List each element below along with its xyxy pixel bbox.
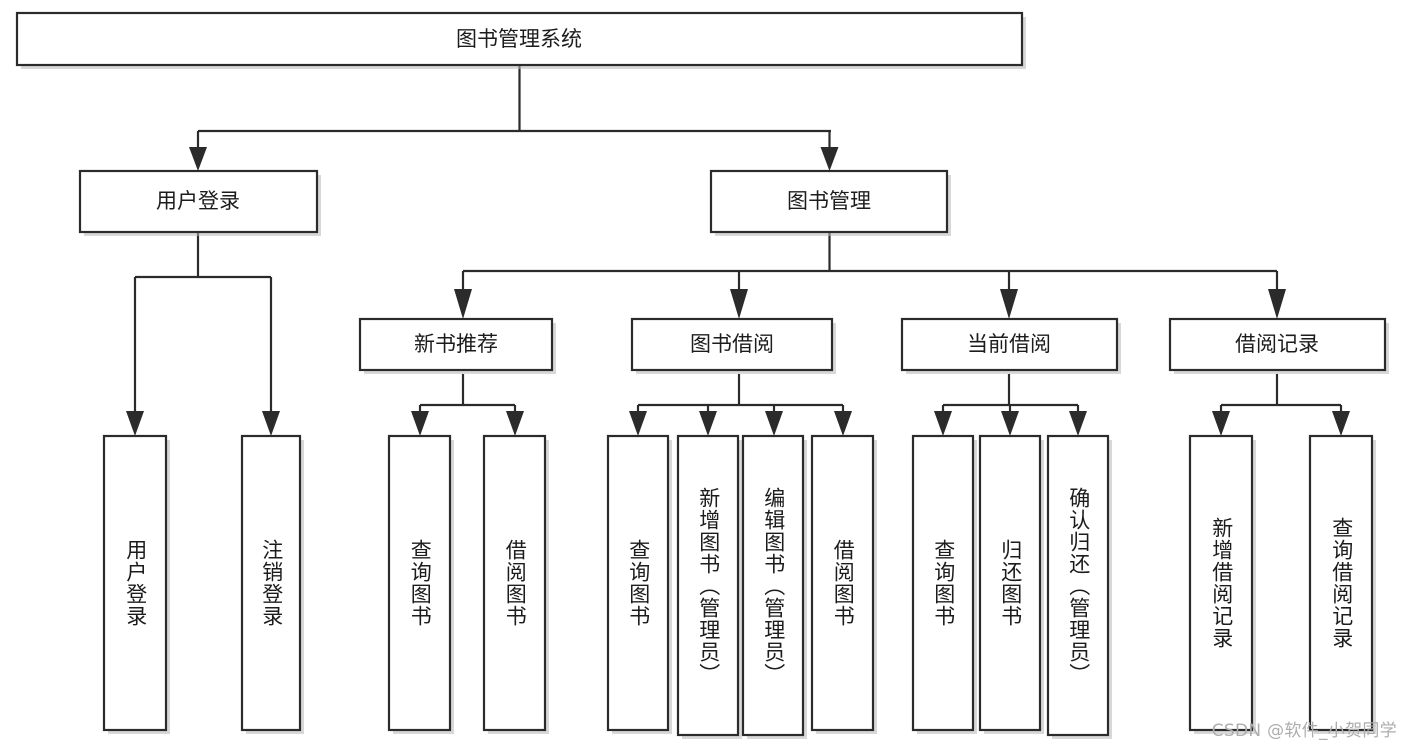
node-leaf-confirm-return-box[interactable] [1046,434,1110,737]
arrow-to-leaf-query-book-1 [411,411,429,436]
node-leaf-logout-box[interactable] [240,434,302,732]
node-book-management-label: 图书管理 [787,189,871,213]
csdn-watermark: CSDN @软件_小贺同学 [1211,721,1397,741]
node-leaf-return-book-box[interactable] [978,434,1042,732]
arrow-to-leaf-edit-book [765,411,783,436]
arrow-to-leaf-query-record [1332,411,1350,436]
node-layer [15,11,1389,739]
arrow-to-book-management [820,147,839,171]
node-borrow-record-label: 借阅记录 [1235,332,1319,356]
node-root-label: 图书管理系统 [456,27,582,51]
node-book-borrow-box[interactable] [630,317,834,372]
node-borrow-record-box[interactable] [1168,317,1387,372]
node-user-login-box[interactable] [78,169,319,234]
node-leaf-borrow-book-2-box[interactable] [810,434,875,732]
node-leaf-add-record-box[interactable] [1188,434,1254,732]
arrow-to-leaf-borrow-book-1 [506,411,524,436]
arrow-to-leaf-user-login [126,411,144,436]
connector-layer [126,65,1350,436]
node-leaf-add-book-box[interactable] [676,434,740,737]
arrow-to-leaf-add-book [699,411,717,436]
node-new-book-recommend-box[interactable] [358,317,554,372]
arrow-to-leaf-return-book [1001,411,1019,436]
arrow-to-new-book-recommend [454,289,472,319]
node-leaf-user-login-box[interactable] [102,434,168,732]
node-leaf-edit-book-box[interactable] [741,434,805,737]
node-leaf-query-record-box[interactable] [1308,434,1374,732]
arrow-to-leaf-borrow-book-2 [834,411,852,436]
node-user-login-label: 用户登录 [156,189,240,213]
node-current-borrow-box[interactable] [900,317,1119,372]
label-layer-horizontal: 图书管理系统 用户登录 图书管理 新书推荐 图书借阅 当前借阅 借阅记录 [156,27,1319,356]
node-root-box[interactable] [15,11,1024,67]
arrow-to-leaf-confirm-return [1069,411,1087,436]
arrow-to-leaf-logout [262,411,280,436]
node-new-book-recommend-label: 新书推荐 [414,332,498,356]
arrow-to-leaf-query-book-3 [934,411,952,436]
arrow-to-leaf-add-record [1212,411,1230,436]
node-book-management-box[interactable] [709,169,949,234]
arrow-to-book-borrow [730,289,748,319]
node-leaf-query-book-1-box[interactable] [387,434,452,732]
arrow-to-leaf-query-book-2 [629,411,647,436]
arrow-to-borrow-record [1268,289,1286,319]
node-leaf-query-book-2-box[interactable] [606,434,670,732]
node-leaf-query-book-3-box[interactable] [911,434,975,732]
node-current-borrow-label: 当前借阅 [967,332,1051,356]
arrow-to-current-borrow [1000,289,1018,319]
node-book-borrow-label: 图书借阅 [690,332,774,356]
node-leaf-borrow-book-1-box[interactable] [482,434,547,732]
arrow-to-user-login [189,147,207,171]
